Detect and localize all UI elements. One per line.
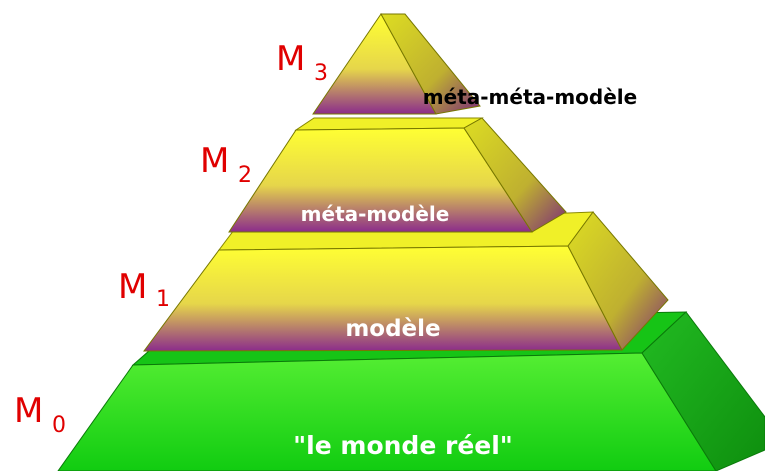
level-m0-front [57,352,717,471]
label-m3-main: M [276,39,305,79]
label-m1: M 1 [118,267,170,312]
level-m0-text: "le monde réel" [293,431,513,460]
level-labels: M 3 M 2 M 1 M 0 [14,39,328,438]
label-m3: M 3 [276,39,328,86]
level-m1-text: modèle [345,316,440,342]
level-m3-side [380,13,481,115]
level-m3-block: méta-méta-modèle [312,13,637,115]
level-m1-block: modèle [143,211,669,352]
label-m2-main: M [200,141,229,181]
label-m0-main: M [14,391,43,431]
label-m0-sub: 0 [52,413,66,438]
label-m3-sub: 3 [314,61,328,86]
level-m0-side [641,311,765,471]
level-m1-side [567,211,669,351]
label-m2: M 2 [200,141,252,188]
level-m2-text: méta-modèle [301,202,450,226]
level-m3-text: méta-méta-modèle [423,85,637,109]
label-m2-sub: 2 [238,163,252,188]
label-m1-sub: 1 [156,287,170,312]
level-m2-side [463,117,567,233]
label-m0: M 0 [14,391,66,438]
label-m1-main: M [118,267,147,307]
level-m2-block: méta-modèle [228,117,567,233]
